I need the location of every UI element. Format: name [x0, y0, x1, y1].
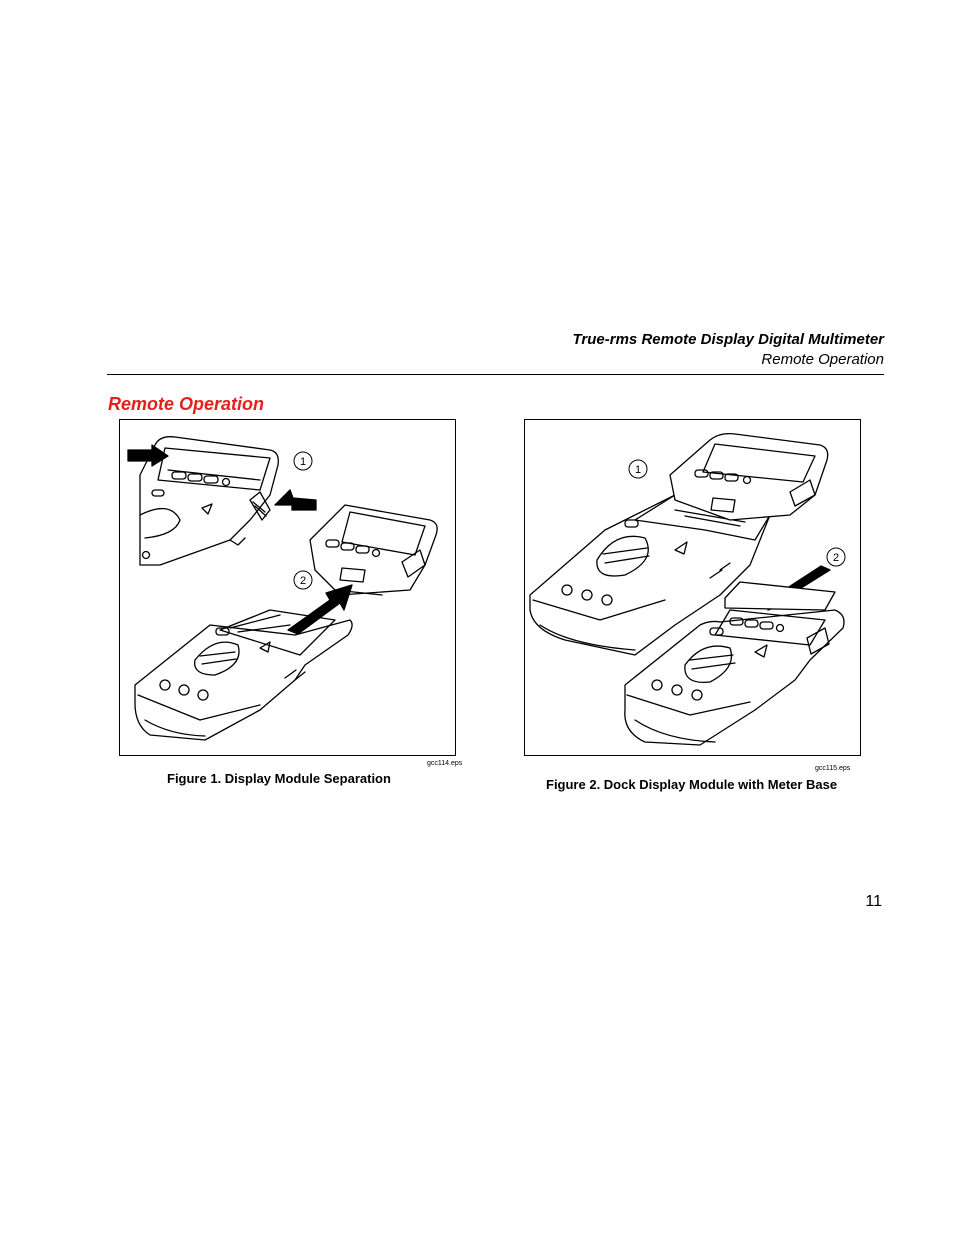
meter-base-drawing: [134, 609, 353, 741]
arrow-insert: [287, 584, 353, 635]
figure-2-caption: Figure 2. Dock Display Module with Meter…: [546, 777, 838, 792]
callout-2-label: 2: [300, 575, 306, 587]
callout-1-circle: [293, 451, 313, 471]
figure-1-file-label: gcc114.eps: [427, 760, 463, 767]
arrow-left-push: [127, 444, 169, 467]
meter-docked-drawing: [624, 581, 845, 746]
meter-top-left-drawing: [139, 436, 279, 566]
page-number: 11: [865, 893, 882, 910]
running-header-title: True-rms Remote Display Digital Multimet…: [572, 331, 884, 348]
display-module-drawing: [669, 432, 829, 521]
header-rule: [107, 374, 884, 375]
figure-2-illustration: 1 2: [524, 419, 861, 756]
callout-1-label: 1: [635, 464, 641, 476]
running-header-subtitle: Remote Operation: [761, 351, 884, 368]
callout-2-circle: [293, 570, 313, 590]
callout-1-circle: [628, 459, 648, 479]
callout-1-label: 1: [300, 456, 306, 468]
callout-2-label: 2: [833, 552, 839, 564]
display-module-drawing: [309, 504, 438, 596]
figure-1-illustration: 1 2: [119, 419, 456, 756]
meter-base-open-drawing: [529, 494, 771, 656]
callout-2-circle: [826, 547, 846, 567]
section-heading: Remote Operation: [108, 394, 265, 414]
figure-2-file-label: gcc115.eps: [815, 765, 851, 772]
arrow-right-push: [274, 489, 317, 511]
figure-1-caption: Figure 1. Display Module Separation: [167, 771, 391, 786]
